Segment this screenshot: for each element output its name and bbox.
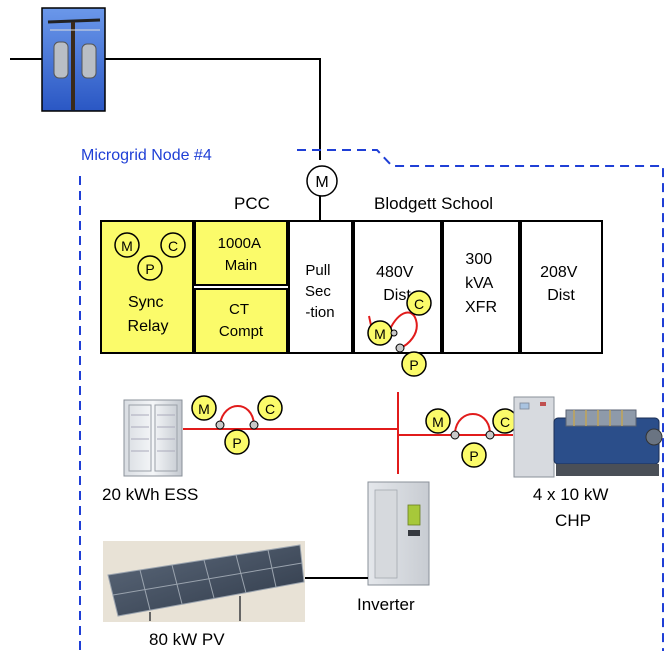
svg-text:P: P: [145, 261, 154, 277]
ess-label: 20 kWh ESS: [102, 485, 198, 504]
microgrid-node-label: Microgrid Node #4: [81, 147, 212, 164]
pull-section-label: Pull Sec -tion: [305, 262, 335, 321]
inverter-image: [368, 482, 429, 585]
dist-480v-meter-p: P: [402, 352, 426, 376]
svg-text:C: C: [500, 414, 510, 430]
ess-meter-c: C: [258, 396, 282, 420]
svg-text:P: P: [409, 357, 418, 373]
svg-text:M: M: [121, 238, 133, 254]
chp-meter-c: C: [493, 409, 517, 433]
chp-label: 4 x 10 kW CHP: [533, 485, 613, 530]
svg-text:M: M: [198, 401, 210, 417]
sync-relay-meter-p: P: [138, 256, 162, 280]
ct-compartment-panel: [195, 289, 287, 353]
inverter-label: Inverter: [357, 595, 415, 614]
chp-meter-p: P: [462, 443, 486, 467]
svg-text:C: C: [265, 401, 275, 417]
svg-text:M: M: [374, 326, 386, 342]
pcc-label: PCC: [234, 194, 270, 213]
ess-ct-wire: [220, 406, 254, 424]
dist-480v-meter-m: M: [368, 321, 392, 345]
chp-ct-wire: [455, 414, 490, 432]
chp-meter-m: M: [426, 409, 450, 433]
pv-label: 80 kW PV: [149, 630, 225, 649]
dist-480v-meter-c: C: [407, 291, 431, 315]
pcc-meter-label: M: [315, 174, 328, 191]
utility-feeder-line: [105, 59, 320, 160]
sync-relay-meter-m: M: [115, 233, 139, 257]
svg-text:C: C: [168, 238, 178, 254]
ess-meter-p: P: [225, 430, 249, 454]
chp-generator-image: [514, 397, 662, 477]
pv-array-image: [103, 541, 305, 622]
utility-transformer-image: [42, 8, 105, 111]
sync-relay-meter-c: C: [161, 233, 185, 257]
transformer-300kva-label: 300 kVA XFR: [465, 251, 497, 316]
svg-text:M: M: [432, 414, 444, 430]
ess-cabinet-image: [124, 400, 182, 476]
pcc-meter: M: [307, 166, 337, 196]
svg-text:P: P: [232, 435, 241, 451]
svg-text:C: C: [414, 296, 424, 312]
school-label: Blodgett School: [374, 194, 493, 213]
svg-text:P: P: [469, 448, 478, 464]
ess-meter-m: M: [192, 396, 216, 420]
main-breaker-panel: [195, 221, 287, 285]
